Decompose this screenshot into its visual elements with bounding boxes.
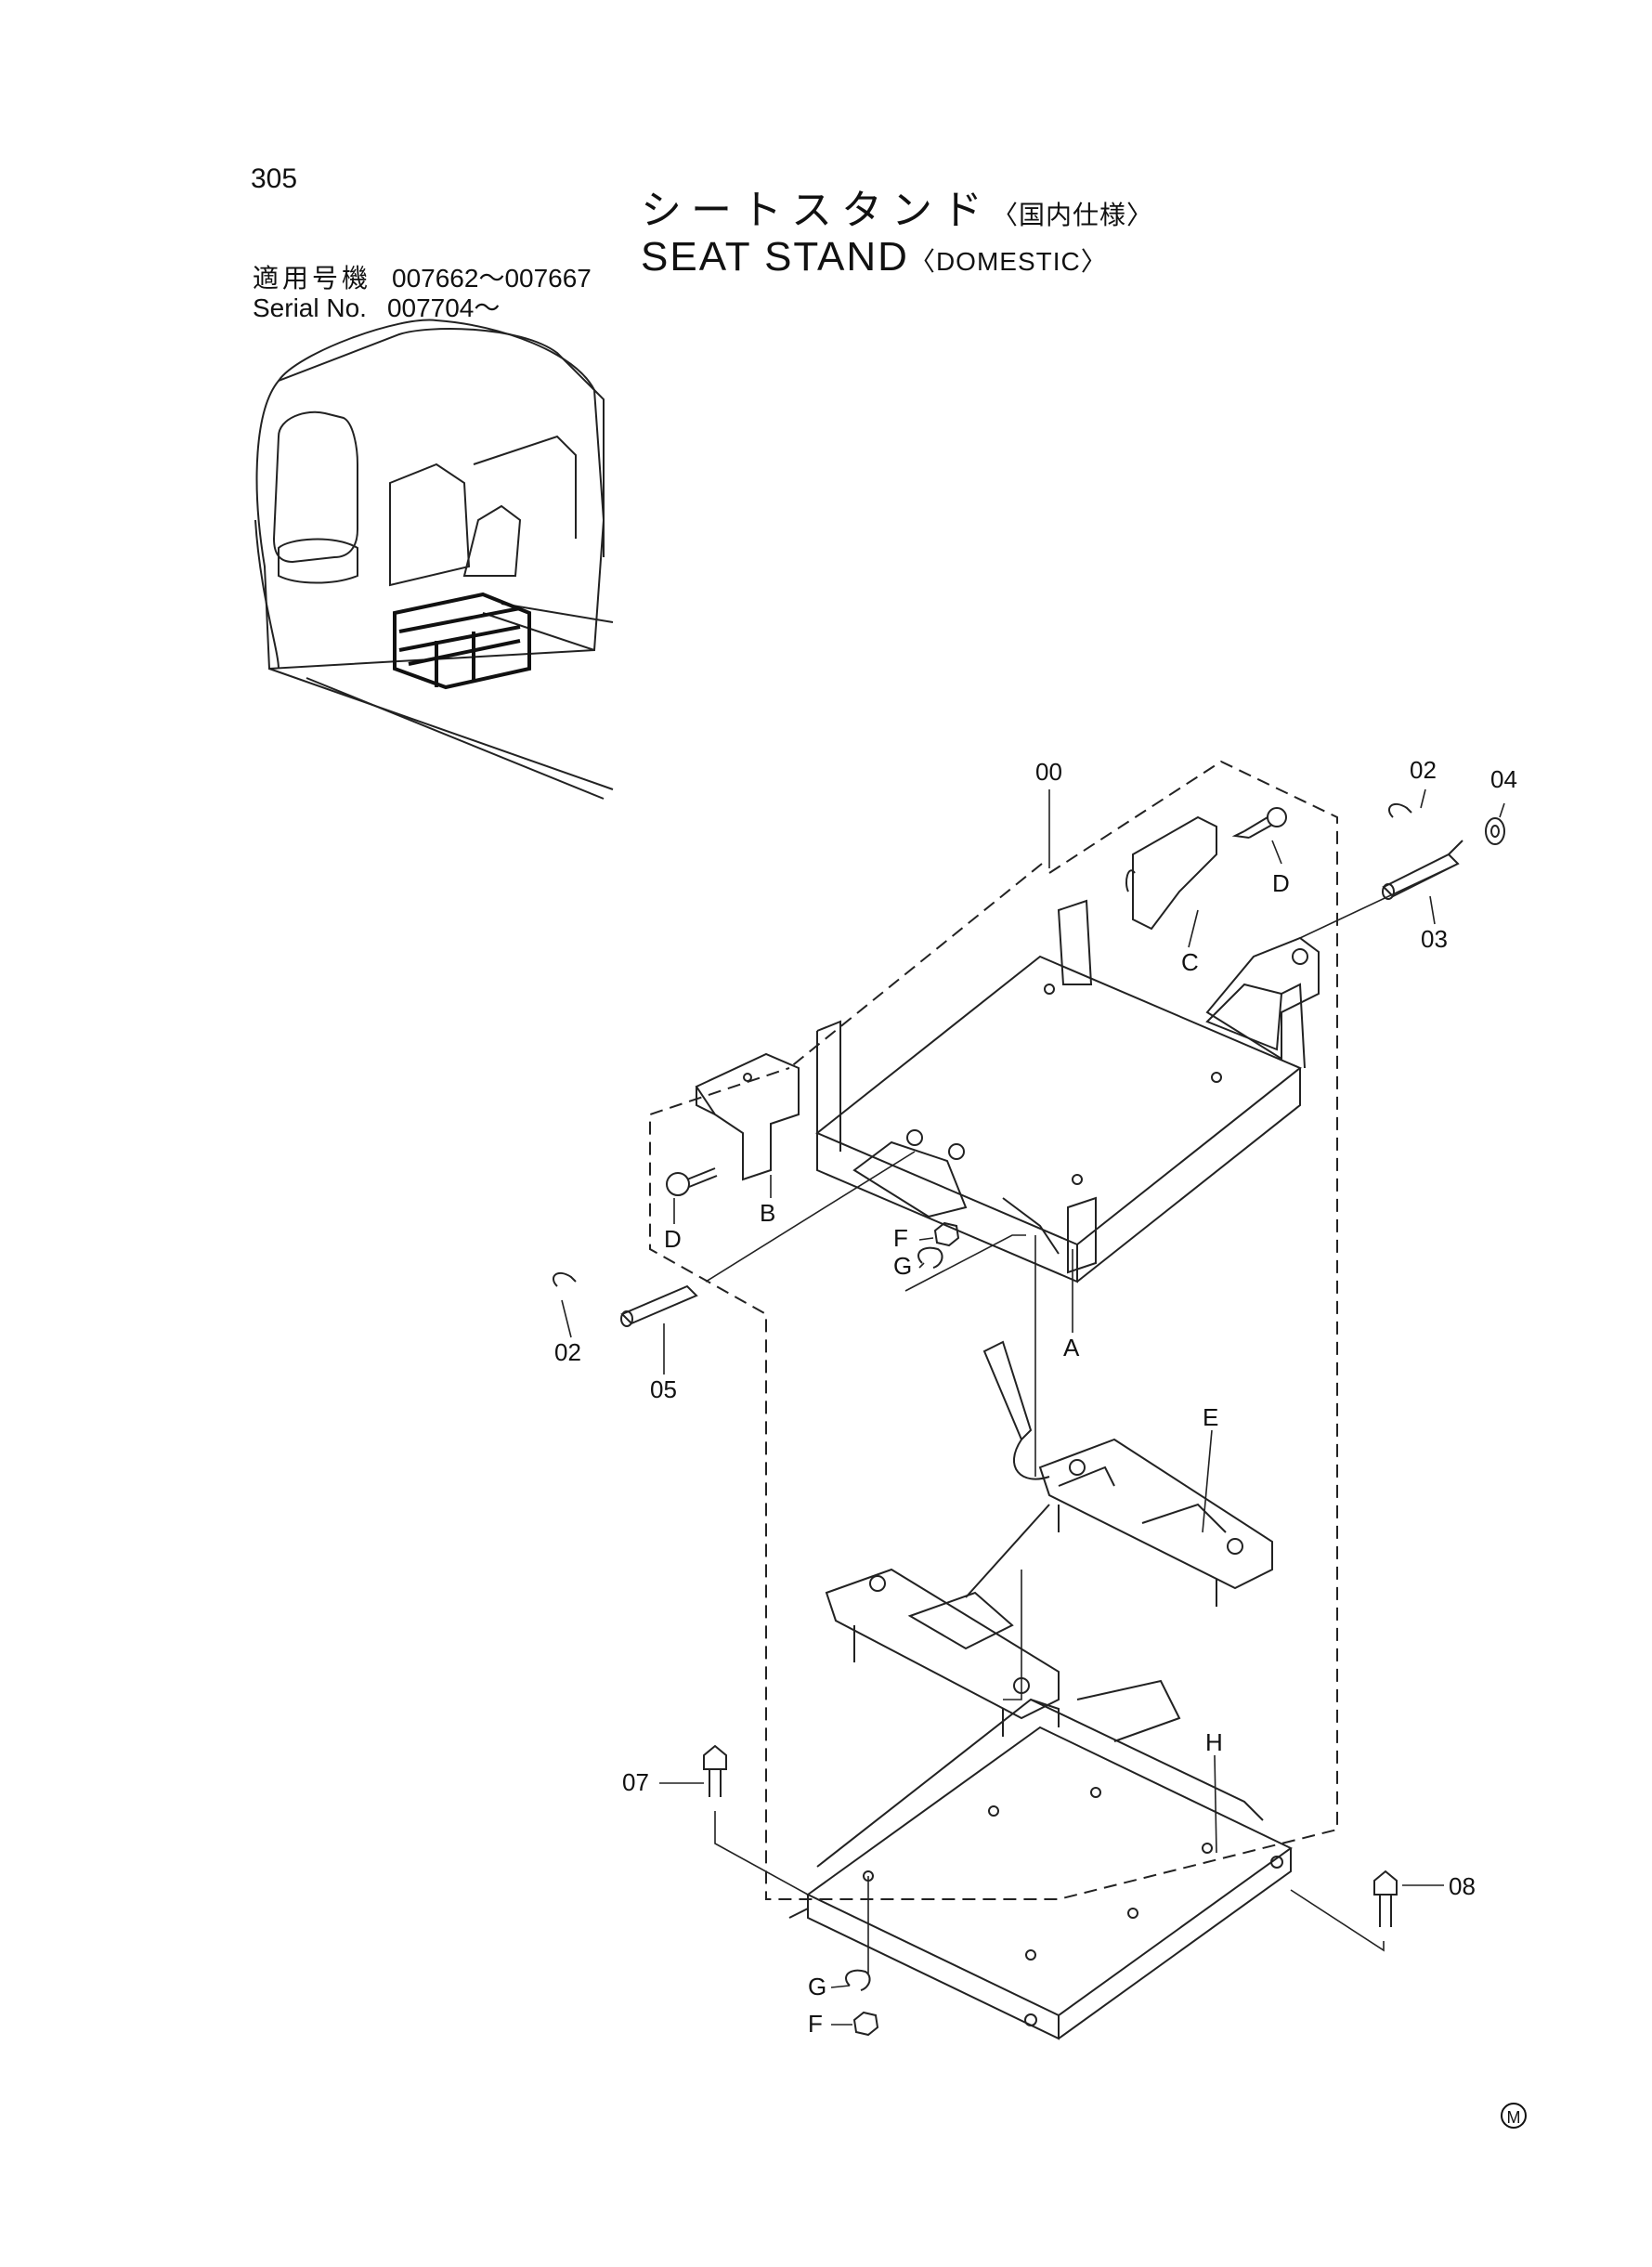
bolt-d-lower [666, 1167, 718, 1196]
pin-05 [620, 1284, 698, 1327]
serial-jp-range: 007662～007667 [392, 264, 592, 293]
callout-00: 00 [1035, 758, 1062, 786]
title-english: SEAT STAND〈DOMESTIC〉 [641, 234, 1108, 280]
cab-overview-illustration [254, 319, 614, 800]
nut-f-lower [852, 2011, 879, 2037]
callout-d-lower: D [664, 1225, 682, 1253]
serial-en-range: 007704～ [386, 293, 501, 322]
callout-a: A [1063, 1334, 1080, 1362]
title-japanese: シートスタンド〈国内仕様〉 [641, 176, 1153, 236]
upper-seat-frame [815, 899, 1306, 1283]
bolt-08 [1373, 1870, 1398, 1927]
base-plate-h [788, 1679, 1293, 2040]
page-mark: M [1501, 2103, 1527, 2129]
callout-02-lower: 02 [554, 1338, 581, 1366]
leader-lines [561, 788, 1505, 2026]
page-number: 305 [251, 163, 298, 194]
title-en-subtitle: 〈DOMESTIC〉 [908, 247, 1108, 276]
bracket-c [1125, 815, 1217, 931]
callout-05: 05 [650, 1375, 677, 1403]
washer-g-lower [845, 1969, 871, 1991]
title-jp-text: シートスタンド [641, 188, 992, 233]
callout-f-lower: F [808, 2010, 823, 2038]
clip-02 [553, 802, 1412, 1287]
page-mark-letter: M [1507, 2108, 1521, 2127]
title-en-text: SEAT STAND [641, 234, 909, 280]
slide-rail-left [825, 1568, 1060, 1737]
callout-h: H [1205, 1728, 1223, 1756]
serial-en-line: Serial No. 007704～ [253, 288, 500, 325]
callout-07: 07 [622, 1768, 649, 1796]
pin-03 [1382, 840, 1463, 900]
callout-02-top: 02 [1410, 756, 1437, 784]
callout-08: 08 [1449, 1872, 1476, 1900]
callout-d-top: D [1272, 869, 1290, 897]
bracket-right [1205, 936, 1320, 1061]
callout-03: 03 [1421, 925, 1448, 953]
bolt-07 [703, 1744, 727, 1797]
callout-e: E [1203, 1403, 1218, 1431]
washer-g-upper [917, 1246, 943, 1269]
callout-f-upper: F [893, 1224, 908, 1252]
assembly-boundary [649, 760, 1338, 1900]
slide-rail-e [1038, 1438, 1273, 1607]
callout-b: B [760, 1199, 775, 1227]
serial-jp-line: 適用号機 007662～007667 [253, 258, 592, 295]
serial-en-label: Serial No. [253, 293, 367, 322]
title-jp-subtitle: 〈国内仕様〉 [992, 201, 1154, 229]
callout-g-upper: G [893, 1252, 912, 1280]
nut-f-upper [933, 1221, 960, 1247]
bracket-b [695, 1052, 800, 1181]
callout-c: C [1181, 948, 1199, 976]
serial-jp-label: 適用号機 [253, 264, 372, 293]
callout-labels: 00 02 04 03 D C B D F G A 02 05 E H 07 0… [554, 756, 1517, 2038]
callout-04: 04 [1490, 765, 1517, 793]
bolt-d-upper [1231, 807, 1287, 839]
callout-g-lower: G [808, 1973, 826, 2000]
release-lever [965, 1340, 1050, 1598]
washer-04 [1485, 817, 1505, 845]
